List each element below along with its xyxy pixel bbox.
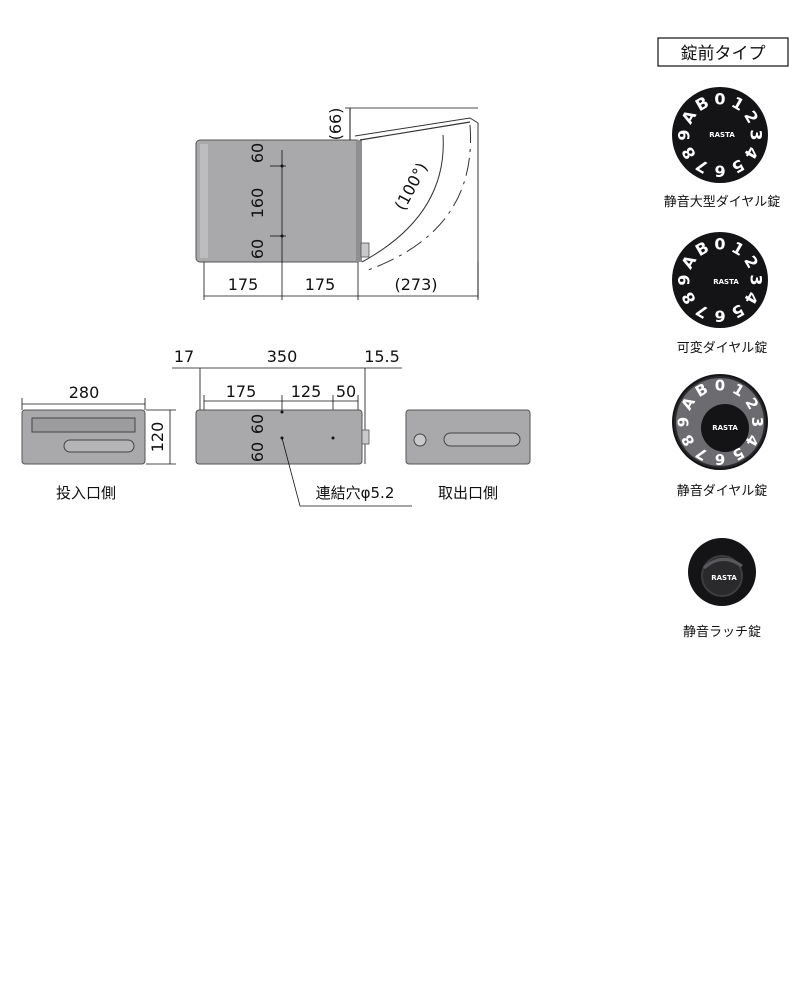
- dial-character: 0: [714, 235, 725, 254]
- lock-types-header: 錠前タイプ: [681, 44, 766, 64]
- insert-view: 280 120 投入口側: [21, 383, 176, 502]
- hole-3: [331, 436, 335, 440]
- dim-h1: 175: [228, 275, 259, 294]
- side-view-box: [195, 139, 362, 263]
- lock-item-quiet-latch: RASTA 静音ラッチ錠: [683, 538, 761, 640]
- side-view-open-door: [359, 121, 471, 141]
- lock-label: 静音ラッチ錠: [683, 624, 761, 640]
- dial-character: 6: [715, 450, 725, 468]
- dim-angle: (100°): [391, 159, 432, 213]
- hole-marker-top: [280, 164, 284, 168]
- dial-character: 6: [714, 162, 725, 181]
- lock-label: 静音ダイヤル錠: [677, 483, 768, 499]
- dial-character: 0: [714, 90, 725, 109]
- note-leader: [281, 437, 412, 507]
- dim-v3: 60: [248, 239, 267, 259]
- dial-knob: [701, 404, 749, 452]
- dim-offset-15-5: 15.5: [364, 347, 400, 366]
- dial-character: 9: [675, 274, 694, 285]
- outlet-caption: 取出口側: [438, 484, 498, 502]
- dim-c-50: 50: [336, 382, 356, 401]
- top-view-box: [195, 409, 363, 465]
- dim-offset-17: 17: [174, 347, 194, 366]
- lock-brand: RASTA: [712, 424, 738, 432]
- dial-character: 0: [715, 376, 725, 394]
- side-view-back-panel: [200, 144, 208, 258]
- lock-label: 静音大型ダイヤル錠: [664, 194, 781, 210]
- top-view-lock-knob: [361, 429, 370, 445]
- dial-character: 3: [748, 417, 766, 427]
- lock-brand: RASTA: [713, 278, 739, 286]
- lock-brand: RASTA: [709, 131, 735, 139]
- outlet-handle: [443, 432, 521, 447]
- dim-total-350: 350: [267, 347, 298, 366]
- swing-arc-inner: [361, 134, 444, 263]
- lock-label: 可変ダイヤル錠: [677, 340, 768, 356]
- dim-h2: 175: [305, 275, 336, 294]
- dial-character: 9: [675, 129, 694, 140]
- dim-top-v1: 60: [248, 414, 267, 434]
- side-view-door-edge: [356, 140, 362, 262]
- insert-handle: [63, 439, 135, 453]
- swing-arc-outer: [367, 124, 472, 271]
- latch-lock-knob: [701, 555, 743, 597]
- side-view: (66) 60 160 60 (100°) 175 175 (273): [195, 108, 479, 300]
- dial-character: 6: [714, 307, 725, 326]
- dial-character: 3: [747, 274, 766, 285]
- lock-brand: RASTA: [711, 574, 737, 582]
- outlet-lock: [413, 433, 427, 447]
- dim-v2: 160: [248, 188, 267, 219]
- connection-hole-note: 連結穴φ5.2: [316, 484, 395, 502]
- insert-caption: 投入口側: [56, 484, 116, 502]
- dial-disc: [672, 232, 768, 328]
- dim-width-280: 280: [69, 383, 100, 402]
- dim-height-120: 120: [148, 422, 167, 453]
- dim-swing: (273): [394, 275, 437, 294]
- top-view: 17 350 15.5 175 125 50 60 60 連結穴φ5.2: [172, 347, 412, 507]
- dim-a-175: 175: [226, 382, 257, 401]
- dim-top-clearance: (66): [326, 108, 345, 141]
- dial-character: 3: [747, 129, 766, 140]
- side-view-lock-knob: [360, 242, 370, 258]
- dim-top-v2: 60: [248, 442, 267, 462]
- dial-disc: [672, 87, 768, 183]
- outlet-view: 取出口側: [405, 409, 531, 502]
- hole-1: [280, 410, 284, 414]
- lock-types-header-box: [657, 37, 789, 67]
- hole-marker-bottom: [280, 234, 284, 238]
- dial-character: 9: [674, 417, 692, 427]
- dim-b-125: 125: [291, 382, 322, 401]
- dim-v1: 60: [248, 143, 267, 163]
- side-view-open-door-outline: [354, 117, 479, 298]
- latch-lock-highlight: [703, 558, 743, 570]
- insert-slot: [31, 417, 136, 433]
